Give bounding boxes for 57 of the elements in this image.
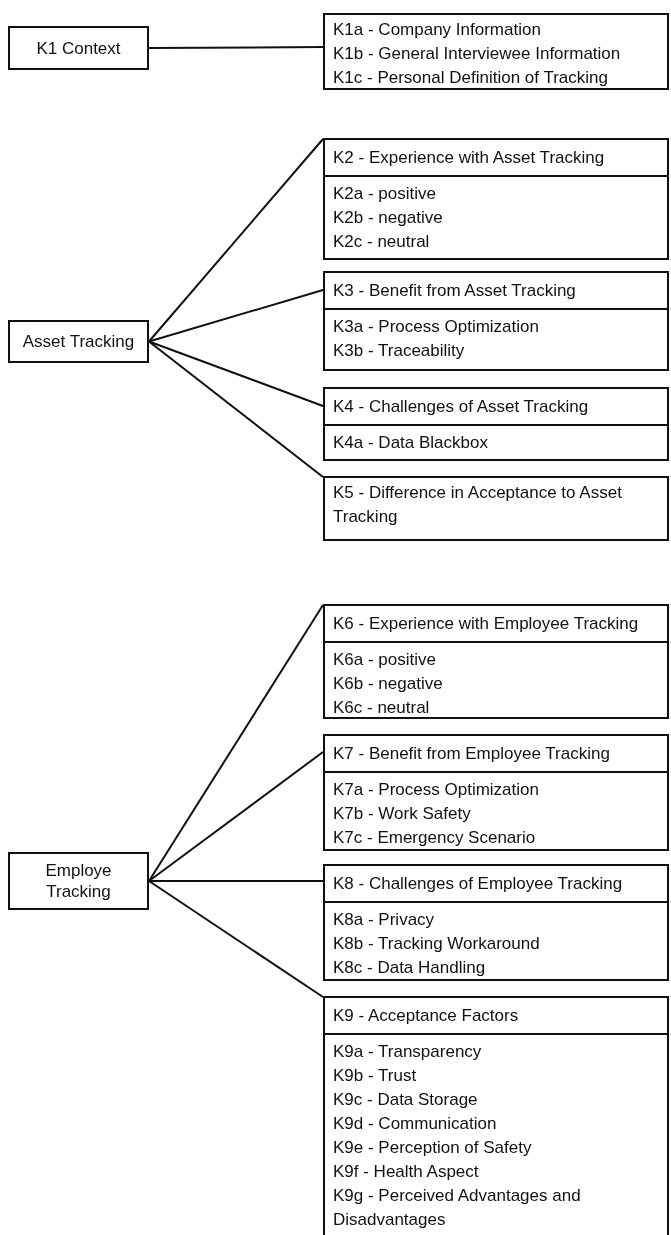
subcategory-label: K2a - positive [333, 183, 437, 205]
category-box [323, 734, 669, 851]
connector-line [148, 138, 324, 343]
category-box [323, 864, 669, 981]
subcategory-label: K2c - neutral [333, 231, 431, 253]
connector-line [148, 340, 324, 407]
subcategory-label: K7a - Process Optimization [333, 779, 540, 801]
category-box [323, 476, 669, 541]
subcategory-label: K8b - Tracking Workaround [333, 933, 541, 955]
subcategory-label: K7b - Work Safety [333, 803, 472, 825]
subcategory-label: K4a - Data Blackbox [333, 432, 489, 454]
topic-box [8, 320, 149, 363]
category-box [323, 387, 669, 461]
subcategory-label: K3a - Process Optimization [333, 316, 540, 338]
category-box [323, 13, 669, 90]
category-label: K5 - Difference in Acceptance to Asset Tracking [333, 482, 623, 528]
connector-line [148, 880, 324, 882]
subcategory-label: K9d - Communication [333, 1113, 498, 1135]
subcategory-label: K9f - Health Aspect [333, 1161, 480, 1183]
connector-line [148, 46, 324, 49]
subcategory-label: K9g - Perceived Advantages and Disadvantages [333, 1185, 582, 1231]
subcategory-label: K2b - negative [333, 207, 444, 229]
category-label: K1c - Personal Definition of Tracking [333, 67, 609, 89]
subcategory-label: K9c - Data Storage [333, 1089, 479, 1111]
subcategory-label: K9a - Transparency [333, 1041, 483, 1063]
subcategory-label: K8a - Privacy [333, 909, 436, 931]
subcategory-label: K6a - positive [333, 649, 437, 671]
connector-line [148, 751, 324, 882]
category-heading: K9 - Acceptance Factors [325, 998, 667, 1035]
category-box [323, 604, 669, 719]
node-label: Employe Tracking [44, 860, 113, 902]
category-box [323, 138, 669, 260]
category-heading: K7 - Benefit from Employee Tracking [325, 736, 667, 773]
category-label: K1a - Company Information [333, 19, 542, 41]
category-box [323, 996, 669, 1235]
category-heading: K2 - Experience with Asset Tracking [325, 140, 667, 177]
node-label: Asset Tracking [21, 331, 136, 352]
category-heading: K8 - Challenges of Employee Tracking [325, 866, 667, 903]
category-heading: K6 - Experience with Employee Tracking [325, 606, 667, 643]
subcategory-label: K9b - Trust [333, 1065, 418, 1087]
category-heading: K4 - Challenges of Asset Tracking [325, 389, 667, 426]
connector-line [148, 604, 324, 882]
topic-box [8, 852, 149, 910]
subcategory-label: K7c - Emergency Scenario [333, 827, 537, 849]
category-heading: K3 - Benefit from Asset Tracking [325, 273, 667, 310]
connector-line [148, 880, 324, 998]
subcategory-label: K6b - negative [333, 673, 444, 695]
node-label: K1 Context [35, 37, 122, 59]
subcategory-label: K6c - neutral [333, 697, 431, 719]
subcategory-label: K9e - Perception of Safety [333, 1137, 533, 1159]
subcategory-label: K3b - Traceability [333, 340, 466, 362]
connector-line [148, 340, 324, 478]
topic-box [8, 26, 149, 70]
connector-line [148, 289, 324, 343]
category-box [323, 271, 669, 371]
category-label: K1b - General Interviewee Information [333, 43, 622, 65]
subcategory-label: K8c - Data Handling [333, 957, 487, 979]
